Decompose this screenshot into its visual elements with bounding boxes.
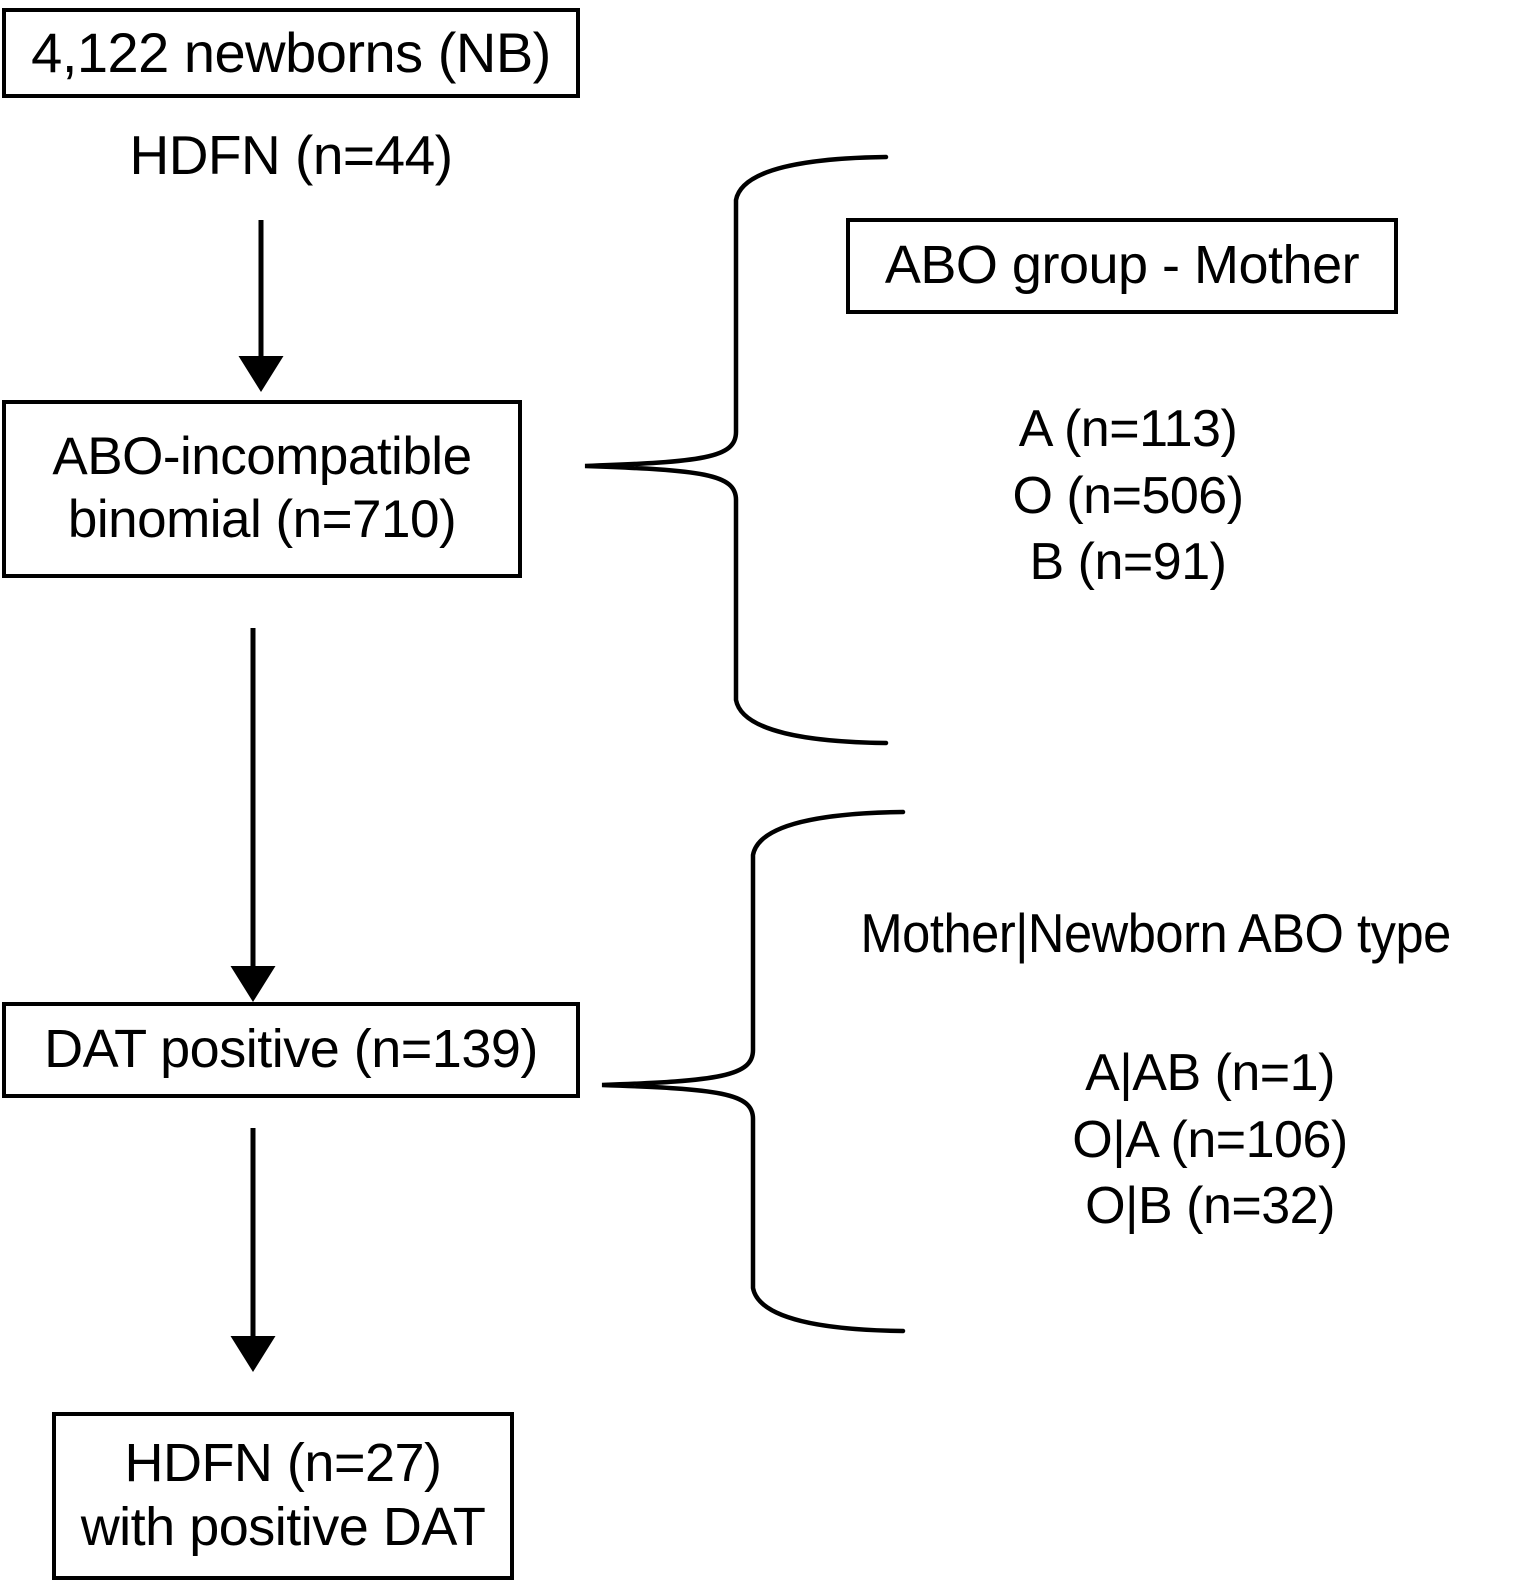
- label-mother-newborn-abo-type: Mother|Newborn ABO type: [860, 902, 1451, 964]
- node-abo-group-mother-header: ABO group - Mother: [846, 218, 1398, 314]
- label-hdfn-initial: HDFN (n=44): [129, 124, 453, 186]
- list-abo-group-mother: A (n=113) O (n=506) B (n=91): [1012, 400, 1244, 592]
- node-newborns: 4,122 newborns (NB): [2, 8, 580, 98]
- node-dat-positive: DAT positive (n=139): [2, 1002, 580, 1098]
- node-hdfn-final: HDFN (n=27) with positive DAT: [52, 1412, 514, 1580]
- brace-mother-newborn-type: [601, 809, 906, 1334]
- list-mother-newborn-abo-type: A|AB (n=1) O|A (n=106) O|B (n=32): [1072, 1044, 1348, 1236]
- node-abo-incompatible: ABO-incompatible binomial (n=710): [2, 400, 522, 578]
